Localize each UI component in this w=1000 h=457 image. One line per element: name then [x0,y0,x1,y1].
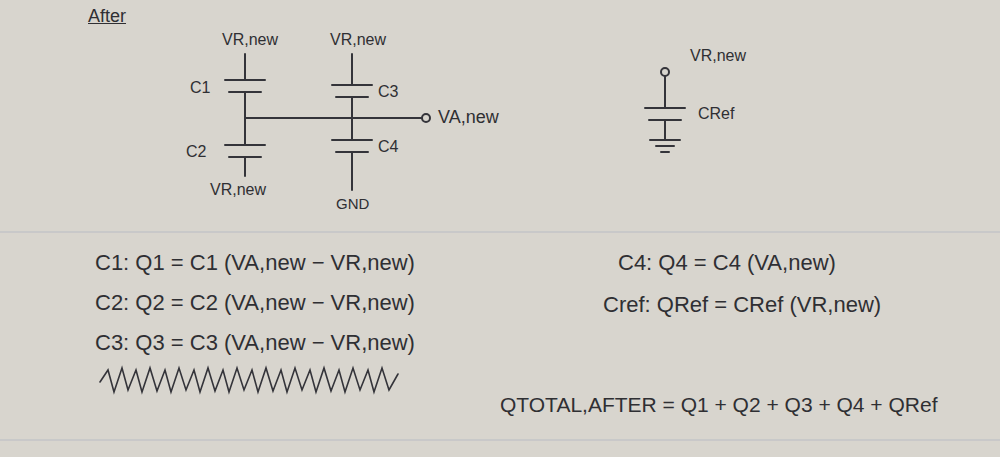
page-title: After [88,6,126,28]
ground-symbol [656,145,674,147]
circuit-label: C4 [378,137,398,156]
equation: QTOTAL,AFTER = Q1 + Q2 + Q3 + Q4 + QRef [500,392,937,417]
wire [244,157,246,176]
capacitor-plate [332,139,372,141]
capacitor-plate [332,84,372,86]
circuit-label: VR,new [330,30,386,49]
equation: C4: Q4 = C4 (VA,new) [618,250,836,276]
circuit-label: VA,new [438,107,499,129]
equation: C3: Q3 = C3 (VA,new − VR,new) [95,330,415,356]
equation: C2: Q2 = C2 (VA,new − VR,new) [95,290,415,316]
equation: C1: Q1 = C1 (VA,new − VR,new) [95,250,415,276]
circuit-label: VR,new [222,30,278,49]
circuit-label: GND [336,195,369,213]
circuit-label: C2 [186,142,206,161]
capacitor-plate [225,144,265,146]
ground-symbol [650,139,680,141]
circuit-label: C3 [378,82,398,101]
circuit-label: VR,new [210,180,266,199]
wire [664,120,666,140]
circuit-label: C1 [190,78,210,97]
capacitor-plate [225,79,265,81]
capacitor-plate [645,107,685,109]
wire [244,54,246,80]
terminal [661,68,669,76]
wire [351,152,353,190]
equation: Cref: QRef = CRef (VR,new) [603,292,881,318]
circuit-label: VR,new [690,46,746,65]
scribble [100,368,398,392]
ruled-line [0,232,1000,233]
circuit-label: CRef [698,104,734,123]
ruled-line [0,440,1000,441]
wire [351,54,353,85]
terminal [422,114,430,122]
ruled-lines [0,232,1000,440]
wire [664,76,666,108]
wire [245,117,422,119]
ground-symbol [661,151,669,153]
